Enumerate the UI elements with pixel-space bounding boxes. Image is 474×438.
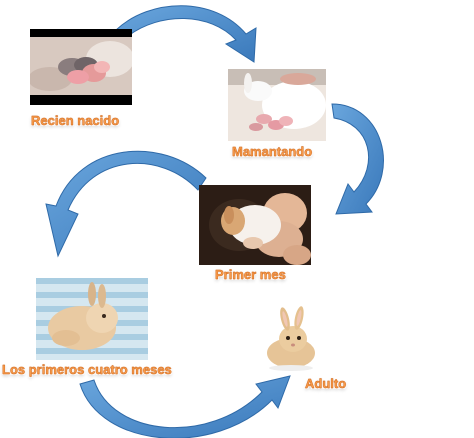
curved-arrow-icon bbox=[79, 375, 291, 438]
stage-label-first-month: Primer mes bbox=[215, 267, 286, 282]
fluffy-bunny-photo bbox=[36, 278, 148, 360]
curved-arrow-icon bbox=[115, 5, 257, 63]
curved-arrow-icon bbox=[45, 150, 207, 258]
stage-label-nursing: Mamantando bbox=[232, 144, 313, 159]
curved-arrow-icon bbox=[331, 103, 384, 215]
stage-label-adult: Adulto bbox=[305, 376, 347, 391]
nursing-rabbit-photo bbox=[228, 69, 326, 141]
stage-label-four-months: Los primeros cuatro meses bbox=[2, 362, 172, 377]
newborn-kits-photo bbox=[30, 29, 132, 105]
young-rabbit-in-hands-photo bbox=[199, 185, 311, 265]
adult-rabbit-photo bbox=[253, 303, 331, 373]
stage-label-newborn: Recien nacido bbox=[31, 113, 120, 128]
